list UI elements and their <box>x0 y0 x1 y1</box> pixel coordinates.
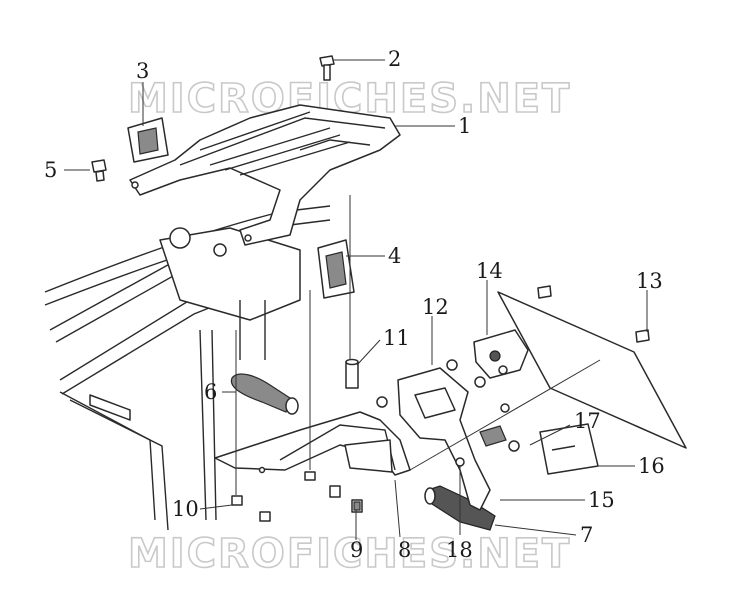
turn-signal-icon <box>230 373 299 415</box>
flange-bolt-icon <box>91 159 107 182</box>
callout-9: 9 <box>350 538 363 562</box>
callout-2: 2 <box>388 47 401 71</box>
callout-13: 13 <box>636 269 663 293</box>
callout-4: 4 <box>388 244 401 268</box>
callout-5: 5 <box>44 158 57 182</box>
plate-holder <box>397 367 507 511</box>
plate-light <box>473 329 529 379</box>
callout-1: 1 <box>458 114 471 138</box>
callout-12: 12 <box>422 295 449 319</box>
watermark-bottom: MICROFICHES.NET <box>128 531 571 577</box>
callout-3: 3 <box>136 59 149 83</box>
luggage-rack <box>129 104 401 246</box>
license-plate <box>497 291 687 449</box>
callout-7: 7 <box>580 523 593 547</box>
callout-16: 16 <box>638 454 665 478</box>
turn-signal-2-icon <box>424 485 496 531</box>
callout-10: 10 <box>172 497 199 521</box>
grommet-icon <box>329 485 363 513</box>
rubber-pad-icon <box>127 117 169 163</box>
callout-14: 14 <box>476 259 503 283</box>
leader-lines <box>64 59 648 540</box>
callout-18: 18 <box>446 538 473 562</box>
license-bracket <box>214 411 411 476</box>
rubber-pad-2-icon <box>317 239 355 299</box>
screw-icon <box>231 471 316 522</box>
callout-15: 15 <box>588 488 615 512</box>
callout-11: 11 <box>383 326 410 350</box>
bolt-3-icon <box>537 285 650 343</box>
callout-17: 17 <box>574 409 601 433</box>
rear-frame <box>44 205 331 531</box>
nut-icon <box>376 359 520 467</box>
bolt-icon <box>319 55 335 81</box>
callout-8: 8 <box>398 538 411 562</box>
spacer-icon <box>345 358 359 389</box>
callout-6: 6 <box>204 380 217 404</box>
